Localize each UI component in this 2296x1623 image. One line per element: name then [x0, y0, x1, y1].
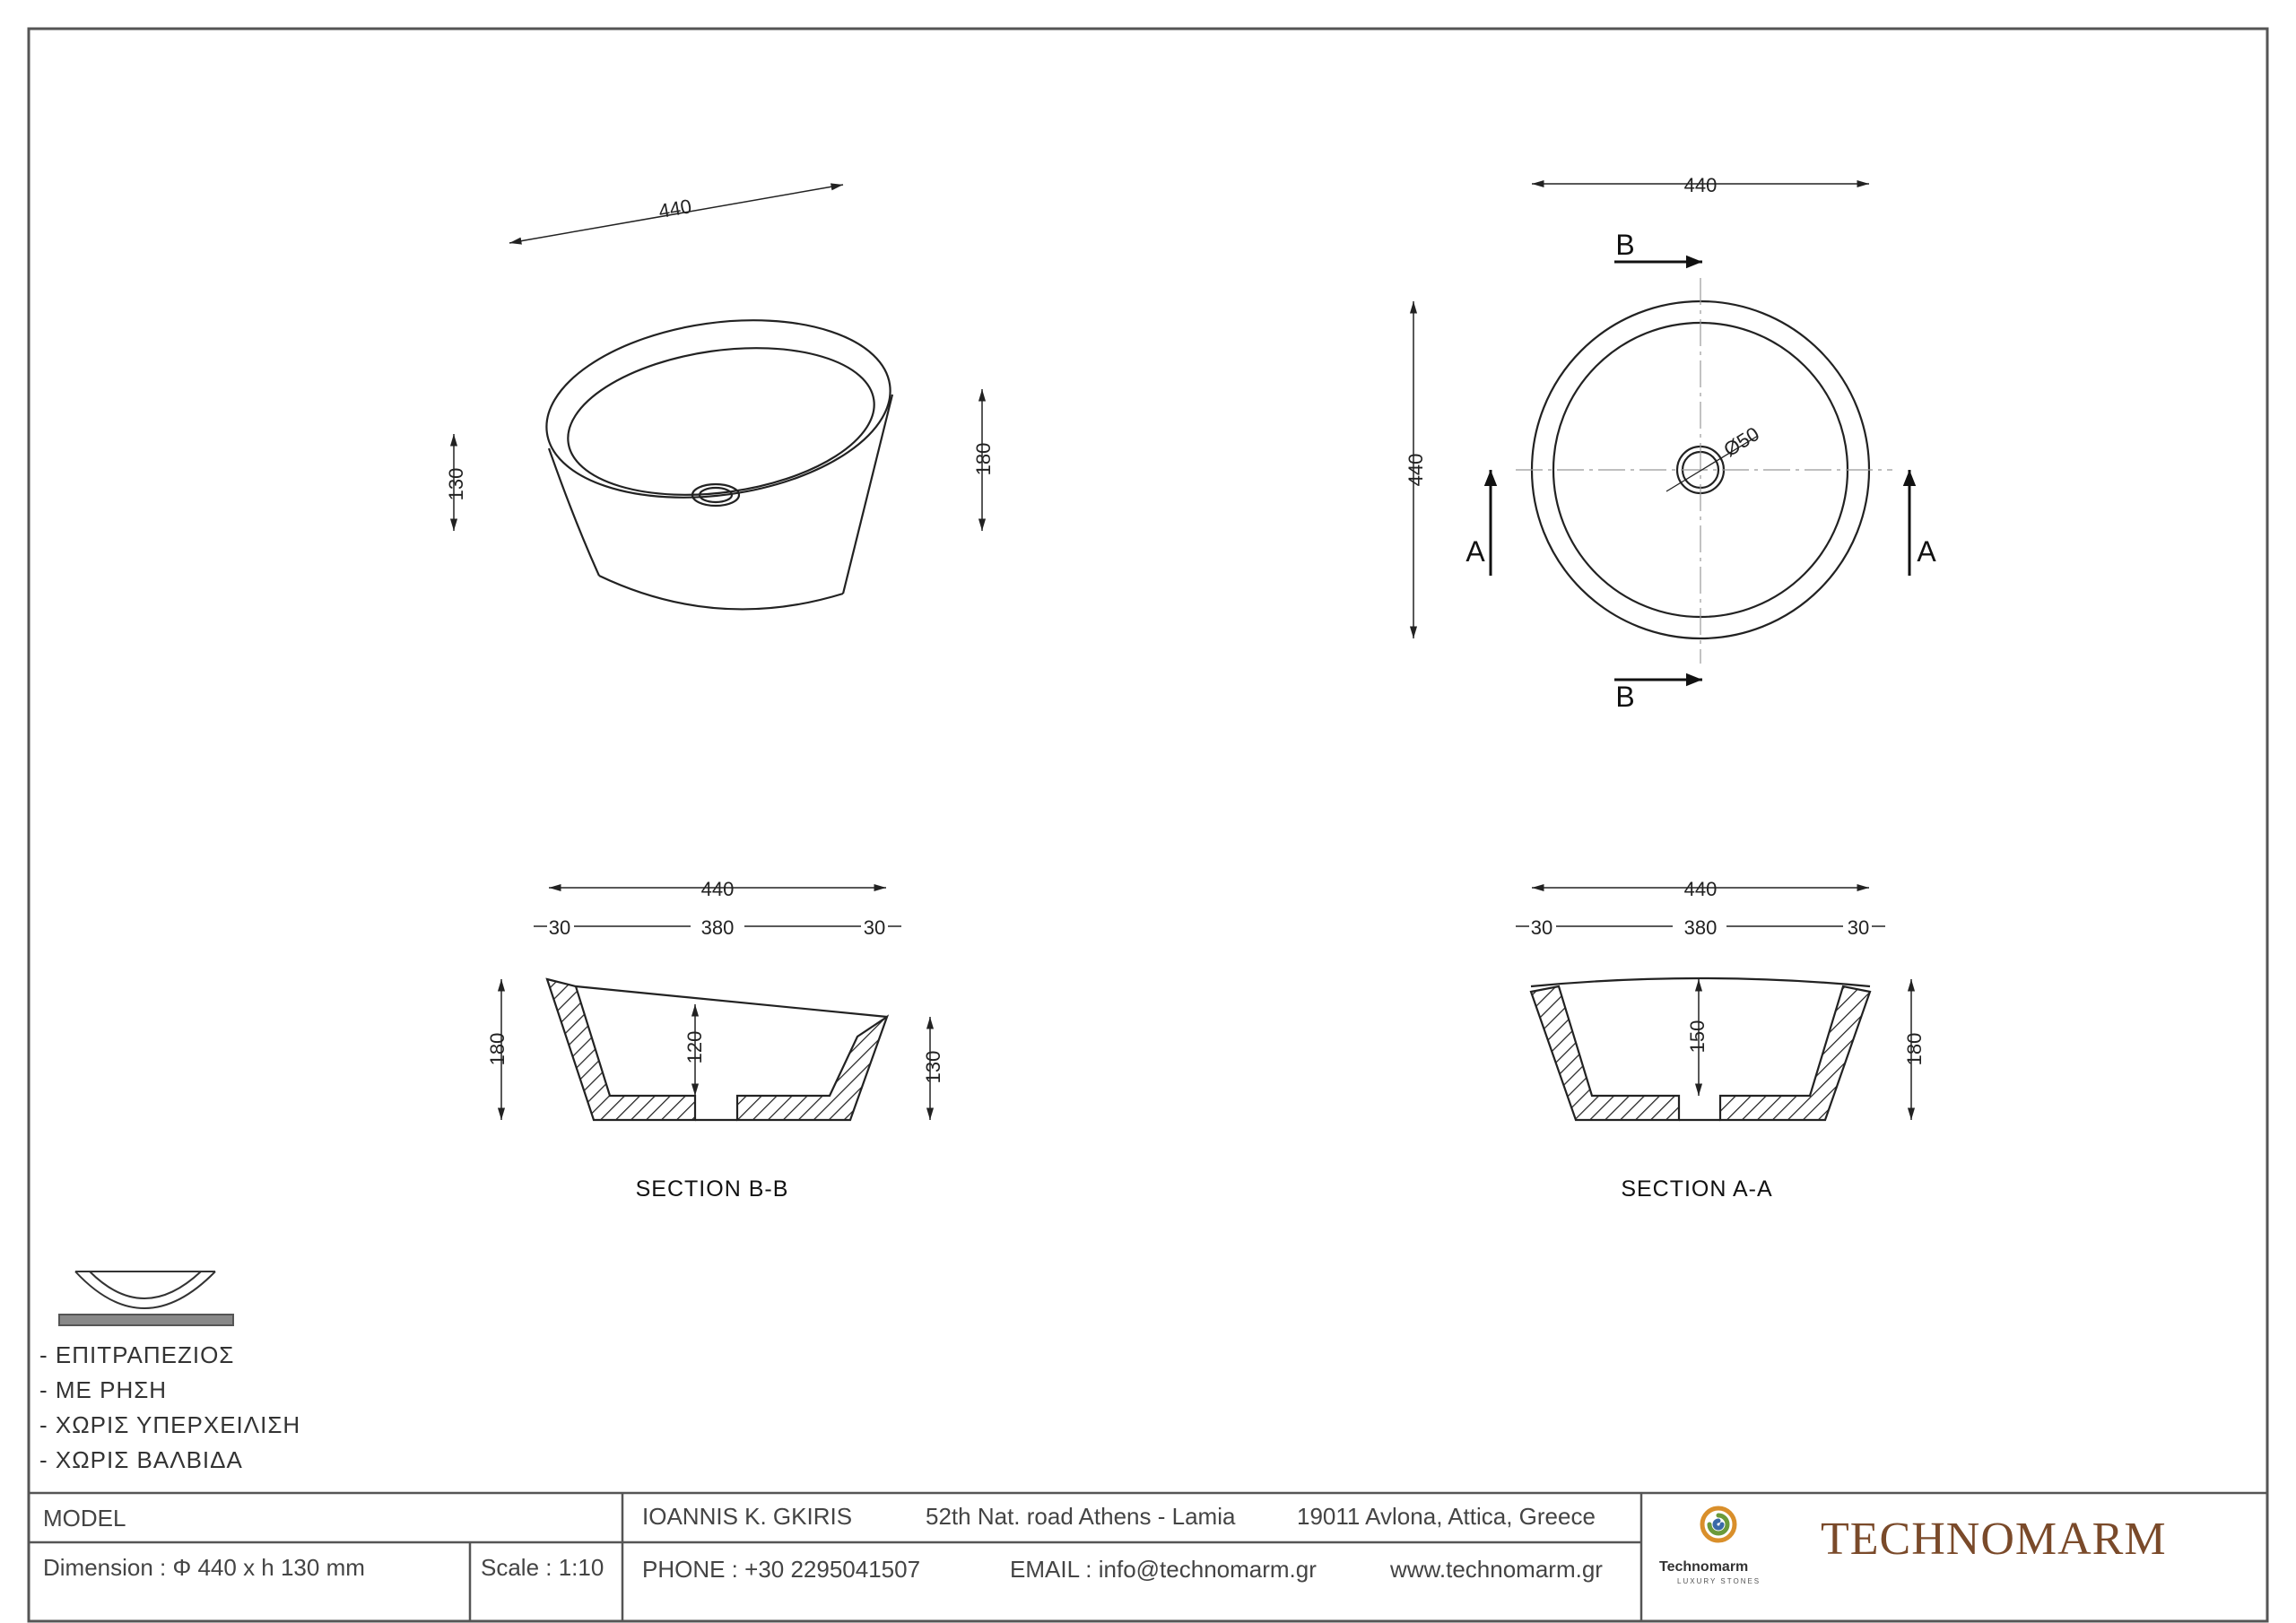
title-block [27, 1491, 2269, 1623]
technomarm-logo-icon [1700, 1506, 1737, 1543]
note-no-overflow: - ΧΩΡΙΣ ΥΠΕΡΧΕΙΛΙΣΗ [39, 1411, 301, 1438]
saa-wall-left-label: 30 [1531, 916, 1552, 939]
model-label: MODEL [43, 1505, 126, 1532]
persp-width-label: 440 [657, 195, 693, 222]
saa-inner-depth-label: 150 [1686, 1020, 1709, 1054]
sbb-height-right-label: 130 [922, 1051, 944, 1084]
persp-height-left-label: 130 [445, 468, 467, 501]
email-text: EMAIL : info@technomarm.gr [1010, 1556, 1317, 1583]
section-aa-title: SECTION A-A [1621, 1176, 1772, 1202]
saa-height-label: 180 [1903, 1033, 1926, 1066]
note-no-valve: - ΧΩΡΙΣ ΒΑΛΒΙΔΑ [39, 1446, 243, 1473]
sbb-inner-label: 380 [701, 916, 735, 939]
sbb-overall-label: 440 [701, 878, 735, 900]
section-aa [1516, 883, 1916, 1122]
plan-view [1409, 179, 1917, 687]
scale-text: Scale : 1:10 [481, 1554, 604, 1581]
note-countertop: - ΕΠΙΤΡΑΠΕΖΙΟΣ [39, 1341, 235, 1368]
phone-text: PHONE : +30 2295041507 [642, 1556, 921, 1583]
persp-height-right-label: 180 [972, 443, 995, 476]
website-text: www.technomarm.gr [1390, 1556, 1603, 1583]
sbb-height-left-label: 180 [486, 1033, 509, 1066]
cut-a-right-label: A [1917, 535, 1936, 568]
sbb-inner-depth-label: 120 [683, 1031, 706, 1064]
saa-overall-label: 440 [1684, 878, 1718, 900]
logo-tagline: LUXURY STONES [1677, 1577, 1761, 1585]
dimension-text: Dimension : Φ 440 x h 130 mm [43, 1554, 365, 1581]
saa-wall-right-label: 30 [1848, 916, 1869, 939]
saa-inner-label: 380 [1684, 916, 1718, 939]
company-name: IOANNIS K. GKIRIS [642, 1503, 853, 1530]
company-address: 52th Nat. road Athens - Lamia [926, 1503, 1236, 1530]
perspective-view [449, 183, 987, 611]
countertop-mount-icon [58, 1271, 234, 1326]
company-city: 19011 Avlona, Attica, Greece [1297, 1503, 1596, 1530]
cut-a-left-label: A [1465, 535, 1485, 568]
cut-b-bottom-label: B [1615, 681, 1634, 713]
sbb-wall-right-label: 30 [864, 916, 885, 939]
section-bb [497, 883, 935, 1122]
brand-wordmark: TECHNOMARM [1821, 1514, 2167, 1565]
plan-width-label: 440 [1684, 174, 1718, 196]
drawing-frame [27, 27, 2269, 1623]
plan-depth-label: 440 [1405, 454, 1427, 487]
note-with-drain: - ΜΕ ΡΗΣΗ [39, 1376, 168, 1403]
cut-b-top-label: B [1615, 229, 1634, 261]
sbb-wall-left-label: 30 [549, 916, 570, 939]
logo-name: Technomarm [1659, 1559, 1749, 1575]
section-bb-title: SECTION B-B [636, 1176, 789, 1202]
